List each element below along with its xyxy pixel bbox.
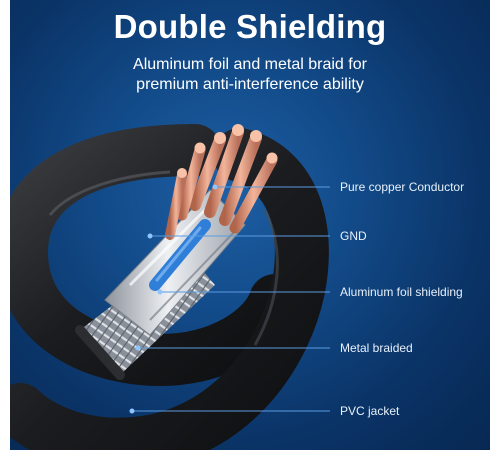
- cable-illustration: [10, 124, 330, 450]
- copper-conductors: [165, 124, 278, 240]
- callout-dot: [135, 345, 141, 351]
- pvc-jacket-loop: [10, 124, 329, 450]
- callout-dot: [157, 289, 163, 295]
- product-banner: Double Shielding Aluminum foil and metal…: [10, 0, 490, 450]
- page-subtitle: Aluminum foil and metal braid for premiu…: [10, 55, 490, 95]
- callout-label-conductor: Pure copper Conductor: [340, 180, 465, 194]
- callout-label-jacket: PVC jacket: [340, 404, 400, 418]
- callout-lines: [132, 186, 330, 412]
- subtitle-line-2: premium anti-interference ability: [136, 76, 364, 93]
- callout-label-braid: Metal braided: [340, 341, 413, 355]
- page-title: Double Shielding: [113, 8, 387, 45]
- callout-dot: [212, 184, 218, 190]
- subtitle-line-1: Aluminum foil and metal braid for: [133, 56, 367, 73]
- callout-dot: [129, 408, 135, 414]
- callout-dots: [129, 184, 218, 414]
- callout-label-foil: Aluminum foil shielding: [340, 285, 463, 299]
- callout-dot: [147, 233, 153, 239]
- callout-label-gnd: GND: [340, 229, 367, 243]
- gnd-wire: [149, 219, 211, 291]
